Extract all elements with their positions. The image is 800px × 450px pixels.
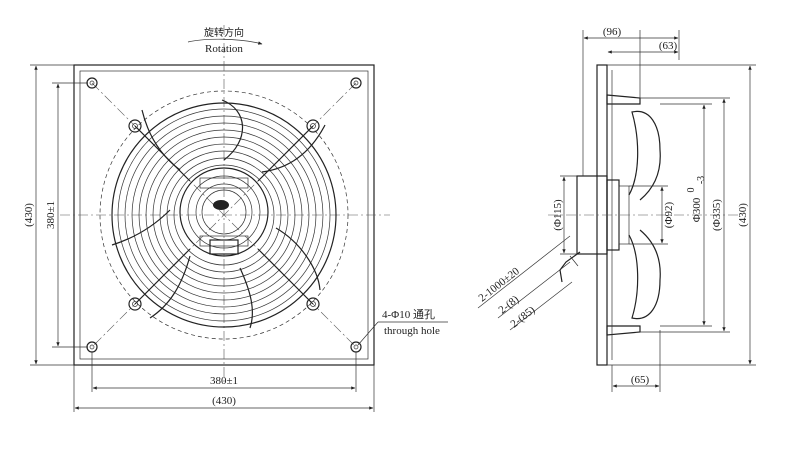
hole-note-line2: through hole [384,325,440,337]
dim-blade-tol-lower: -3 [696,176,707,184]
fan-guard [111,102,337,328]
guard-boss [128,297,142,311]
hole-callout: 4-Φ10 通孔 through hole [357,308,448,346]
cable-gland [559,251,581,283]
dim-blade-tol-upper: 0 [686,188,697,193]
dim-top-63: (63) [659,40,678,52]
rotation-label-en: Rotation [205,43,243,55]
rotation-arrow [187,38,263,45]
terminal-box [209,239,239,255]
dim-bottom-65: (65) [631,374,650,386]
rotation-label-cn: 旋转方向 [204,26,244,39]
front-view: 旋转方向 Rotation 4-Φ10 通孔 through hole (430… [23,25,448,412]
dim-height-outer: (430) [23,203,35,227]
dim-width-outer: (430) [212,395,236,407]
side-view: (96) (63) (Φ115) (Φ92) Φ300 0 -3 (Φ335) [476,26,756,392]
guard-boss [128,119,142,133]
blade-sweep-circle [99,90,349,340]
top-flange [606,94,641,105]
front-vertical-dimensions: (430) 380±1 [23,64,88,366]
side-bottom-dimension: (65) [611,330,661,392]
side-vertical-dimensions: (Φ92) Φ300 0 -3 (Φ335) (430) [607,64,756,366]
dim-blade: Φ300 [691,197,703,222]
guard-boss [306,297,320,311]
guard-boss [306,119,320,133]
front-horizontal-dimensions: 380±1 (430) [73,352,375,412]
hole-note-line1: 4-Φ10 通孔 [382,308,435,321]
blade-lower-profile [628,229,661,320]
motor-hub [179,167,269,257]
dim-motor: (Φ92) [663,201,675,228]
dim-height-side: (430) [737,203,749,227]
cable-callouts: 2-1000±20 2-(8) 2-(85) [476,235,573,330]
mounting-hole [350,77,362,89]
guard-struts [128,119,320,311]
dim-top-96: (96) [603,26,622,38]
motor-logo [213,200,229,210]
fan-blades [111,99,326,329]
dim-width-inner: 380±1 [210,375,238,387]
rotation-indicator: 旋转方向 Rotation [187,26,263,55]
dim-height-inner: 380±1 [45,201,57,229]
side-top-dimensions: (96) (63) [582,26,680,176]
blade-upper-profile [628,110,661,201]
dim-guard: (Φ335) [711,199,723,231]
dim-hub: (Φ115) [552,199,564,231]
